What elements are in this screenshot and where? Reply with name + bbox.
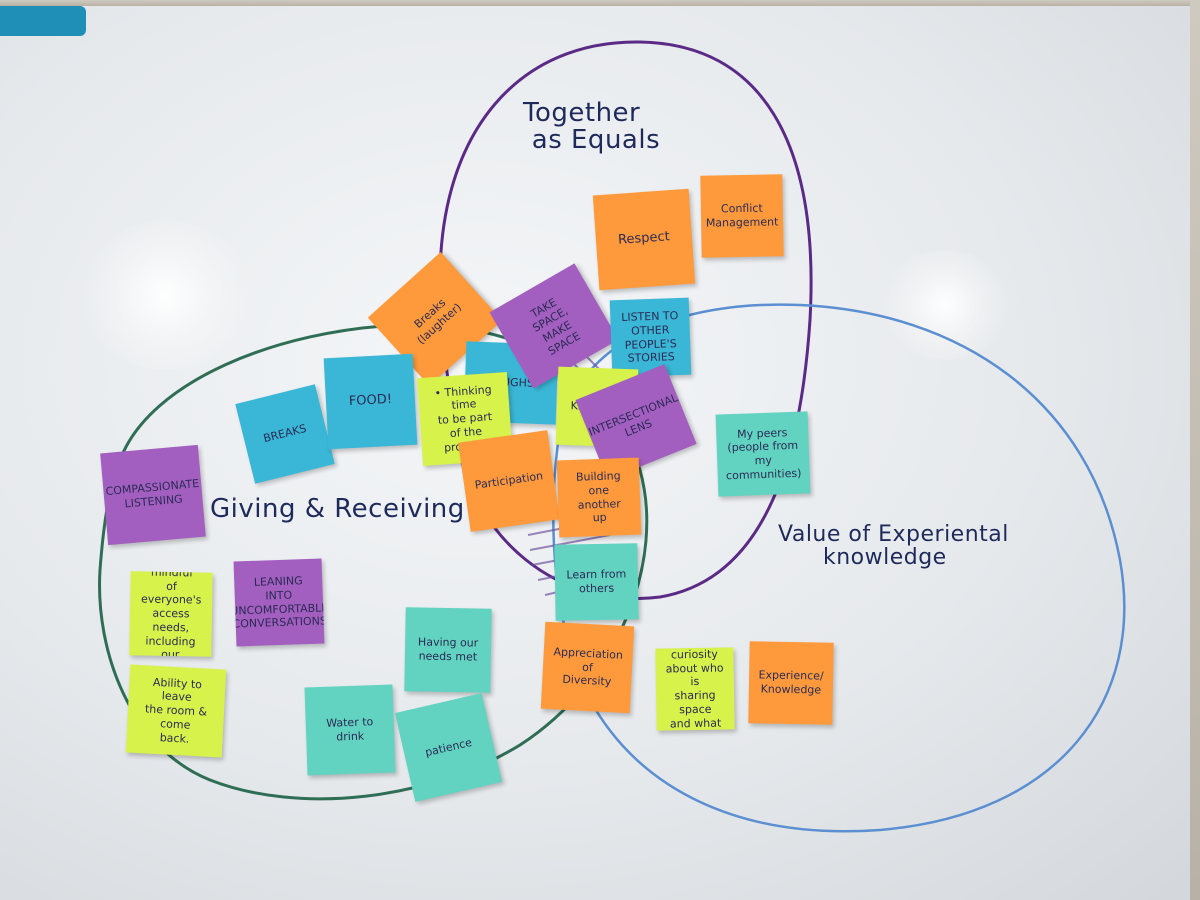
giving-receiving-label: Giving & Receiving: [210, 494, 465, 524]
note-appreciation-diversity: Appreciation of Diversity: [540, 621, 635, 714]
whiteboard-right-frame: [1190, 0, 1200, 900]
note-sense-of-curiosity: • A sense of curiosity about who is shar…: [655, 647, 735, 731]
note-ability-to-leave: Ability to leave the room & come back.: [125, 664, 227, 758]
note-food: FOOD!: [323, 353, 418, 450]
blue-marker-tab: [0, 6, 86, 36]
note-water-to-drink: Water to drink: [304, 684, 396, 776]
value-experiential-label: Value of Experiental knowledge: [778, 522, 1009, 571]
note-compassionate-listening: COMPASSIONATE LISTENING: [100, 444, 206, 546]
note-my-peers: My peers (people from my communities): [715, 411, 811, 497]
note-needs-met: Having our needs met: [404, 607, 492, 693]
together-as-equals-label: Together as Equals: [523, 98, 661, 156]
note-being-mindful: • Being mindful of everyone's access nee…: [129, 571, 213, 657]
note-leaning-into: LEANING INTO UNCOMFORTABLE CONVERSATIONS: [233, 558, 325, 647]
note-listen-stories: LISTEN TO OTHER PEOPLE'S STORIES: [609, 297, 692, 378]
note-experience-knowledge: Experience/ Knowledge: [748, 641, 834, 725]
note-building-up: Building one another up: [556, 457, 642, 538]
note-participation: Participation: [458, 430, 560, 532]
note-respect: Respect: [592, 188, 696, 291]
note-learn-from-others: Learn from others: [554, 543, 639, 621]
note-conflict-management: Conflict Management: [700, 174, 784, 258]
whiteboard-top-frame: [0, 0, 1200, 6]
